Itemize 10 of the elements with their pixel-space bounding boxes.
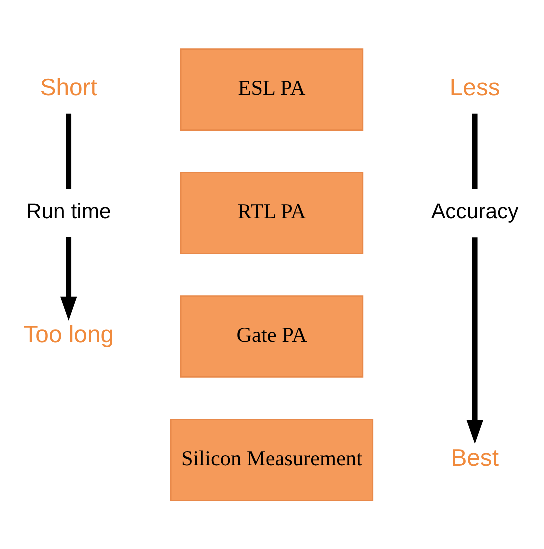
node-box: RTL PA (180, 172, 364, 254)
node-box: Silicon Measurement (170, 418, 374, 501)
label: Best (451, 444, 500, 472)
label: Run time (26, 198, 112, 223)
node-box: Gate PA (180, 295, 364, 378)
label: Too long (24, 321, 114, 348)
label: Short (40, 74, 98, 102)
label: Accuracy (431, 198, 519, 223)
node-box: ESL PA (180, 48, 364, 130)
label: Less (450, 74, 500, 102)
